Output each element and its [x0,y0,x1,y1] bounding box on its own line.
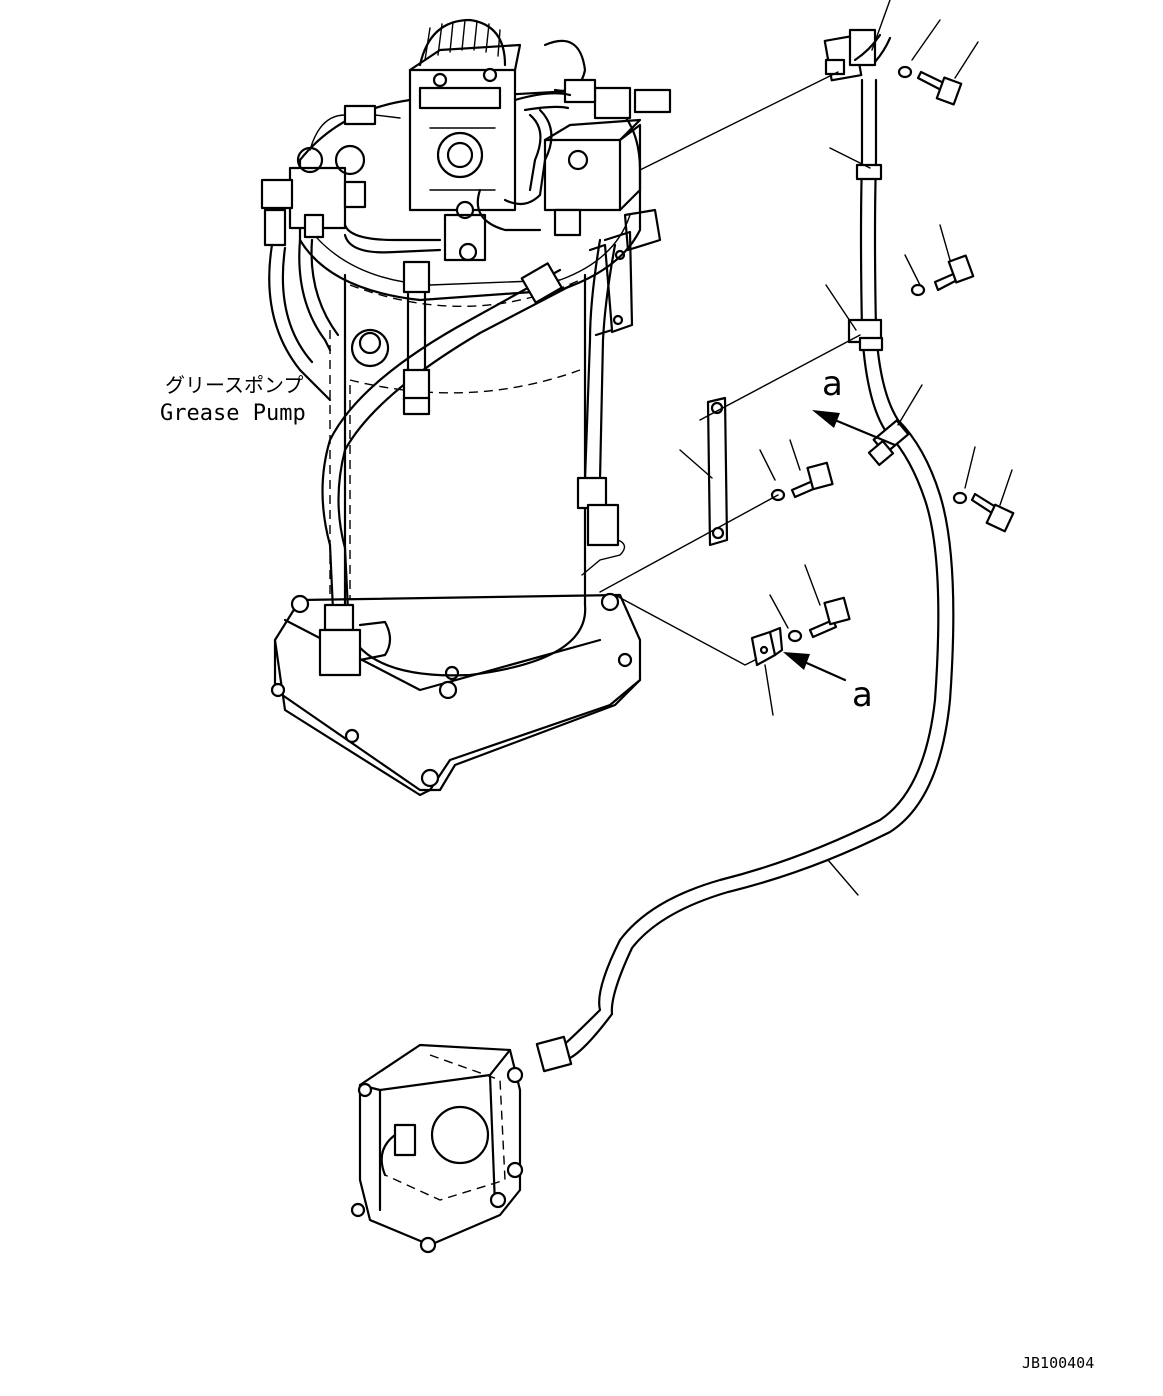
bolt-2 [933,254,975,292]
washer-5 [787,629,803,643]
reservoir-drum [329,273,587,677]
bolt-1 [916,70,963,106]
pump-label-japanese: グリースポンプ [165,373,303,397]
hardware-parts [706,65,1015,667]
grease-hose-left [318,262,574,677]
mounting-plate [706,396,729,547]
control-valve-right [543,78,672,252]
center-pipe [402,260,431,416]
view-label-a-top: a [822,364,843,404]
bolt-5 [808,596,851,639]
bolt-4 [970,492,1015,533]
washer-4 [952,491,968,505]
grease-pump-assembly [260,18,672,797]
view-label-a-bottom: a [852,675,873,715]
harness-clip [750,626,784,667]
grease-hose-front [268,238,340,402]
washer-3 [770,488,786,502]
top-pipe-1 [513,92,572,102]
pump-motor [408,18,522,262]
washer-1 [897,65,913,79]
pump-label-english: Grease Pump [160,401,306,426]
control-valve-left [260,104,401,247]
drawing-code: JB100404 [1022,1354,1094,1372]
base-bolts [270,592,633,788]
controller-box [350,1043,524,1254]
assembly-lines [599,0,1013,896]
bolt-3 [790,461,834,499]
wiring-harness [535,28,955,1073]
grease-hose-right [576,238,626,576]
washer-2 [910,283,926,297]
